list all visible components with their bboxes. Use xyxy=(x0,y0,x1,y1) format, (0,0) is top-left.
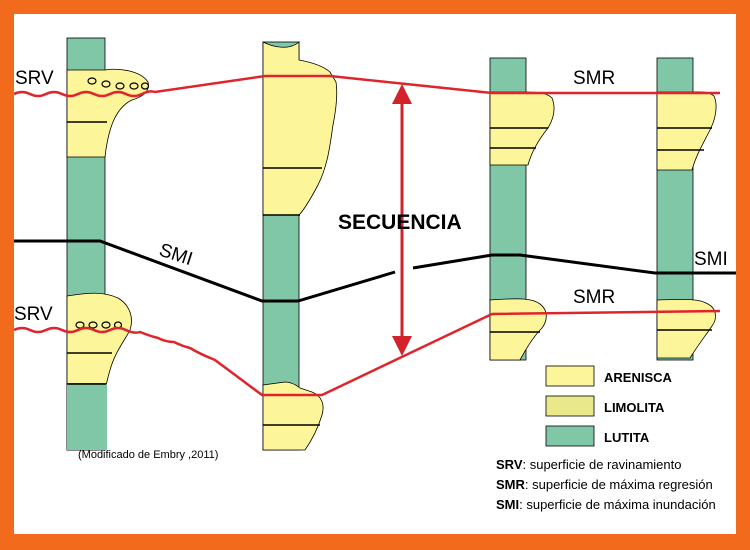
well-column-1 xyxy=(66,37,150,451)
legend-swatch-arenisca xyxy=(545,365,595,387)
column-4-lower-sand xyxy=(656,299,716,359)
legend-label-limolita: LIMOLITA xyxy=(604,400,665,415)
label-srv-bottom: SRV xyxy=(14,304,53,325)
label-smr-bottom: SMR xyxy=(573,287,615,308)
column-1-lower-pebbles xyxy=(75,321,123,329)
label-srv-top: SRV xyxy=(15,68,54,89)
column-1-upper-pebbles xyxy=(87,77,150,90)
smi-line-left xyxy=(14,239,396,303)
definition-srv: SRV: superficie de ravinamiento xyxy=(496,457,681,472)
white-panel xyxy=(14,14,736,534)
column-2-lower-sand xyxy=(262,381,324,451)
well-column-2 xyxy=(262,41,338,451)
label-smr-top: SMR xyxy=(573,68,615,89)
upper-red-surface xyxy=(14,74,720,98)
definitions: SRV: superficie de ravinamiento SMR: sup… xyxy=(496,457,716,512)
definition-smr: SMR: superficie de máxima regresión xyxy=(496,477,713,492)
legend-label-lutita: LUTITA xyxy=(604,430,650,445)
orange-border-right xyxy=(736,0,750,550)
label-smi-right: SMI xyxy=(694,249,728,270)
label-secuencia: SECUENCIA xyxy=(338,211,462,234)
legend-label-arenisca: ARENISCA xyxy=(604,370,673,385)
lower-red-surface xyxy=(14,309,721,397)
sequence-arrow xyxy=(392,84,412,356)
smi-line-right xyxy=(412,253,736,275)
well-column-4 xyxy=(656,57,717,361)
legend: ARENISCA LIMOLITA LUTITA xyxy=(545,365,673,447)
column-2-upper-sand xyxy=(262,41,338,216)
legend-swatch-limolita xyxy=(545,395,595,417)
definition-smi: SMI: superficie de máxima inundación xyxy=(496,497,716,512)
source-caption: (Modificado de Embry ,2011) xyxy=(78,449,218,461)
legend-swatch-lutita xyxy=(545,425,595,447)
